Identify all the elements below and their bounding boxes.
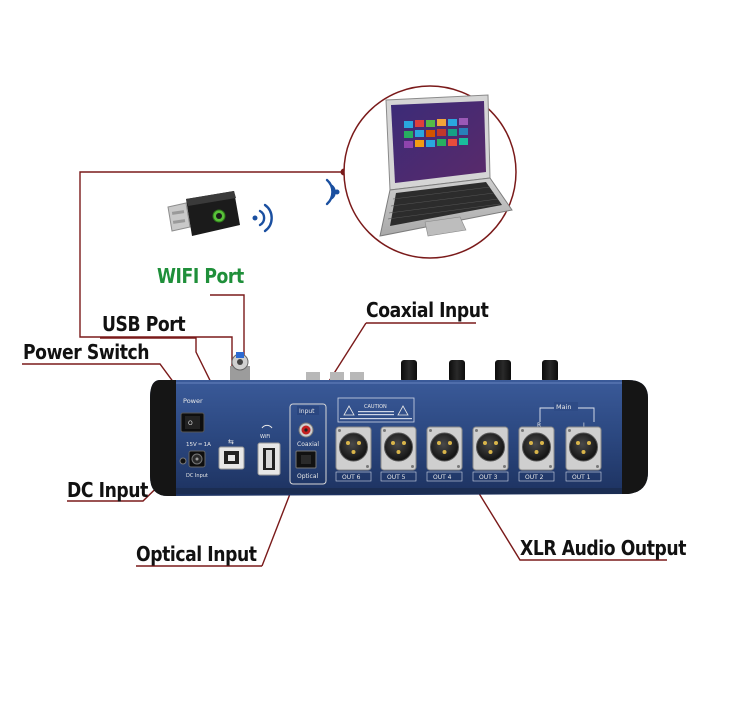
input-box xyxy=(289,403,327,485)
callout-power-switch: Power Switch xyxy=(23,340,150,364)
xlr-connector-icon[interactable] xyxy=(518,426,555,471)
laptop-bubble xyxy=(343,85,517,259)
callout-coaxial-input: Coaxial Input xyxy=(366,298,489,322)
wifi-text: WiFi xyxy=(260,434,270,440)
dc-label: DC Input xyxy=(186,473,208,479)
usb-b-icon[interactable]: ⇆ xyxy=(218,438,245,470)
callout-xlr-audio-output: XLR Audio Output xyxy=(520,536,687,560)
out-label-2: OUT 2 xyxy=(525,474,544,481)
optical-label: Optical xyxy=(297,473,319,480)
xlr-connector-icon[interactable] xyxy=(565,426,602,471)
rca-jack-icon[interactable] xyxy=(298,422,314,438)
callout-wifi-port: WIFI Port xyxy=(157,264,244,288)
out-label-6: OUT 6 xyxy=(342,474,361,481)
svg-text:O: O xyxy=(188,420,193,427)
input-box-label: Input xyxy=(299,408,315,415)
mixer-back-panel: Power O 15V ═ 1A DC Input ⇆ WiFi xyxy=(150,380,648,496)
power-rocker-icon[interactable]: O xyxy=(180,412,205,433)
leader-xlr-output xyxy=(471,481,667,561)
caution-text: CAUTION xyxy=(364,404,387,410)
svg-text:⇆: ⇆ xyxy=(228,438,234,446)
callout-usb-port: USB Port xyxy=(102,312,186,336)
signal-waves-icon xyxy=(252,203,273,233)
signal-waves-icon xyxy=(325,178,340,206)
dc-jack-icon[interactable] xyxy=(179,450,206,468)
output-labels: OUT 6 OUT 5 OUT 4 OUT 3 OUT 2 OUT 1 xyxy=(335,471,602,482)
wifi-dongle-icon xyxy=(167,191,240,236)
coaxial-label: Coaxial xyxy=(297,441,319,448)
l-label: L xyxy=(583,422,587,429)
xlr-connector-icon[interactable] xyxy=(380,426,417,471)
optical-jack-icon[interactable] xyxy=(295,450,317,469)
callout-optical-input: Optical Input xyxy=(136,542,257,566)
xlr-connector-icon[interactable] xyxy=(335,426,372,471)
out-label-4: OUT 4 xyxy=(433,474,452,481)
r-label: R xyxy=(537,422,541,429)
mixer-top-knobs xyxy=(230,352,558,382)
xlr-outputs xyxy=(335,426,602,471)
out-label-1: OUT 1 xyxy=(572,474,591,481)
laptop-icon xyxy=(379,94,513,237)
usb-a-icon[interactable]: WiFi xyxy=(257,424,281,476)
power-label: Power xyxy=(183,397,203,405)
xlr-connector-icon[interactable] xyxy=(426,426,463,471)
dc-spec: 15V ═ 1A xyxy=(186,442,211,448)
xlr-connector-icon[interactable] xyxy=(472,426,509,471)
out-label-3: OUT 3 xyxy=(479,474,498,481)
main-label: Main xyxy=(556,403,572,411)
callout-dc-input: DC Input xyxy=(67,478,148,502)
leader-lines xyxy=(22,171,667,567)
caution-plate xyxy=(337,397,415,423)
out-label-5: OUT 5 xyxy=(387,474,406,481)
